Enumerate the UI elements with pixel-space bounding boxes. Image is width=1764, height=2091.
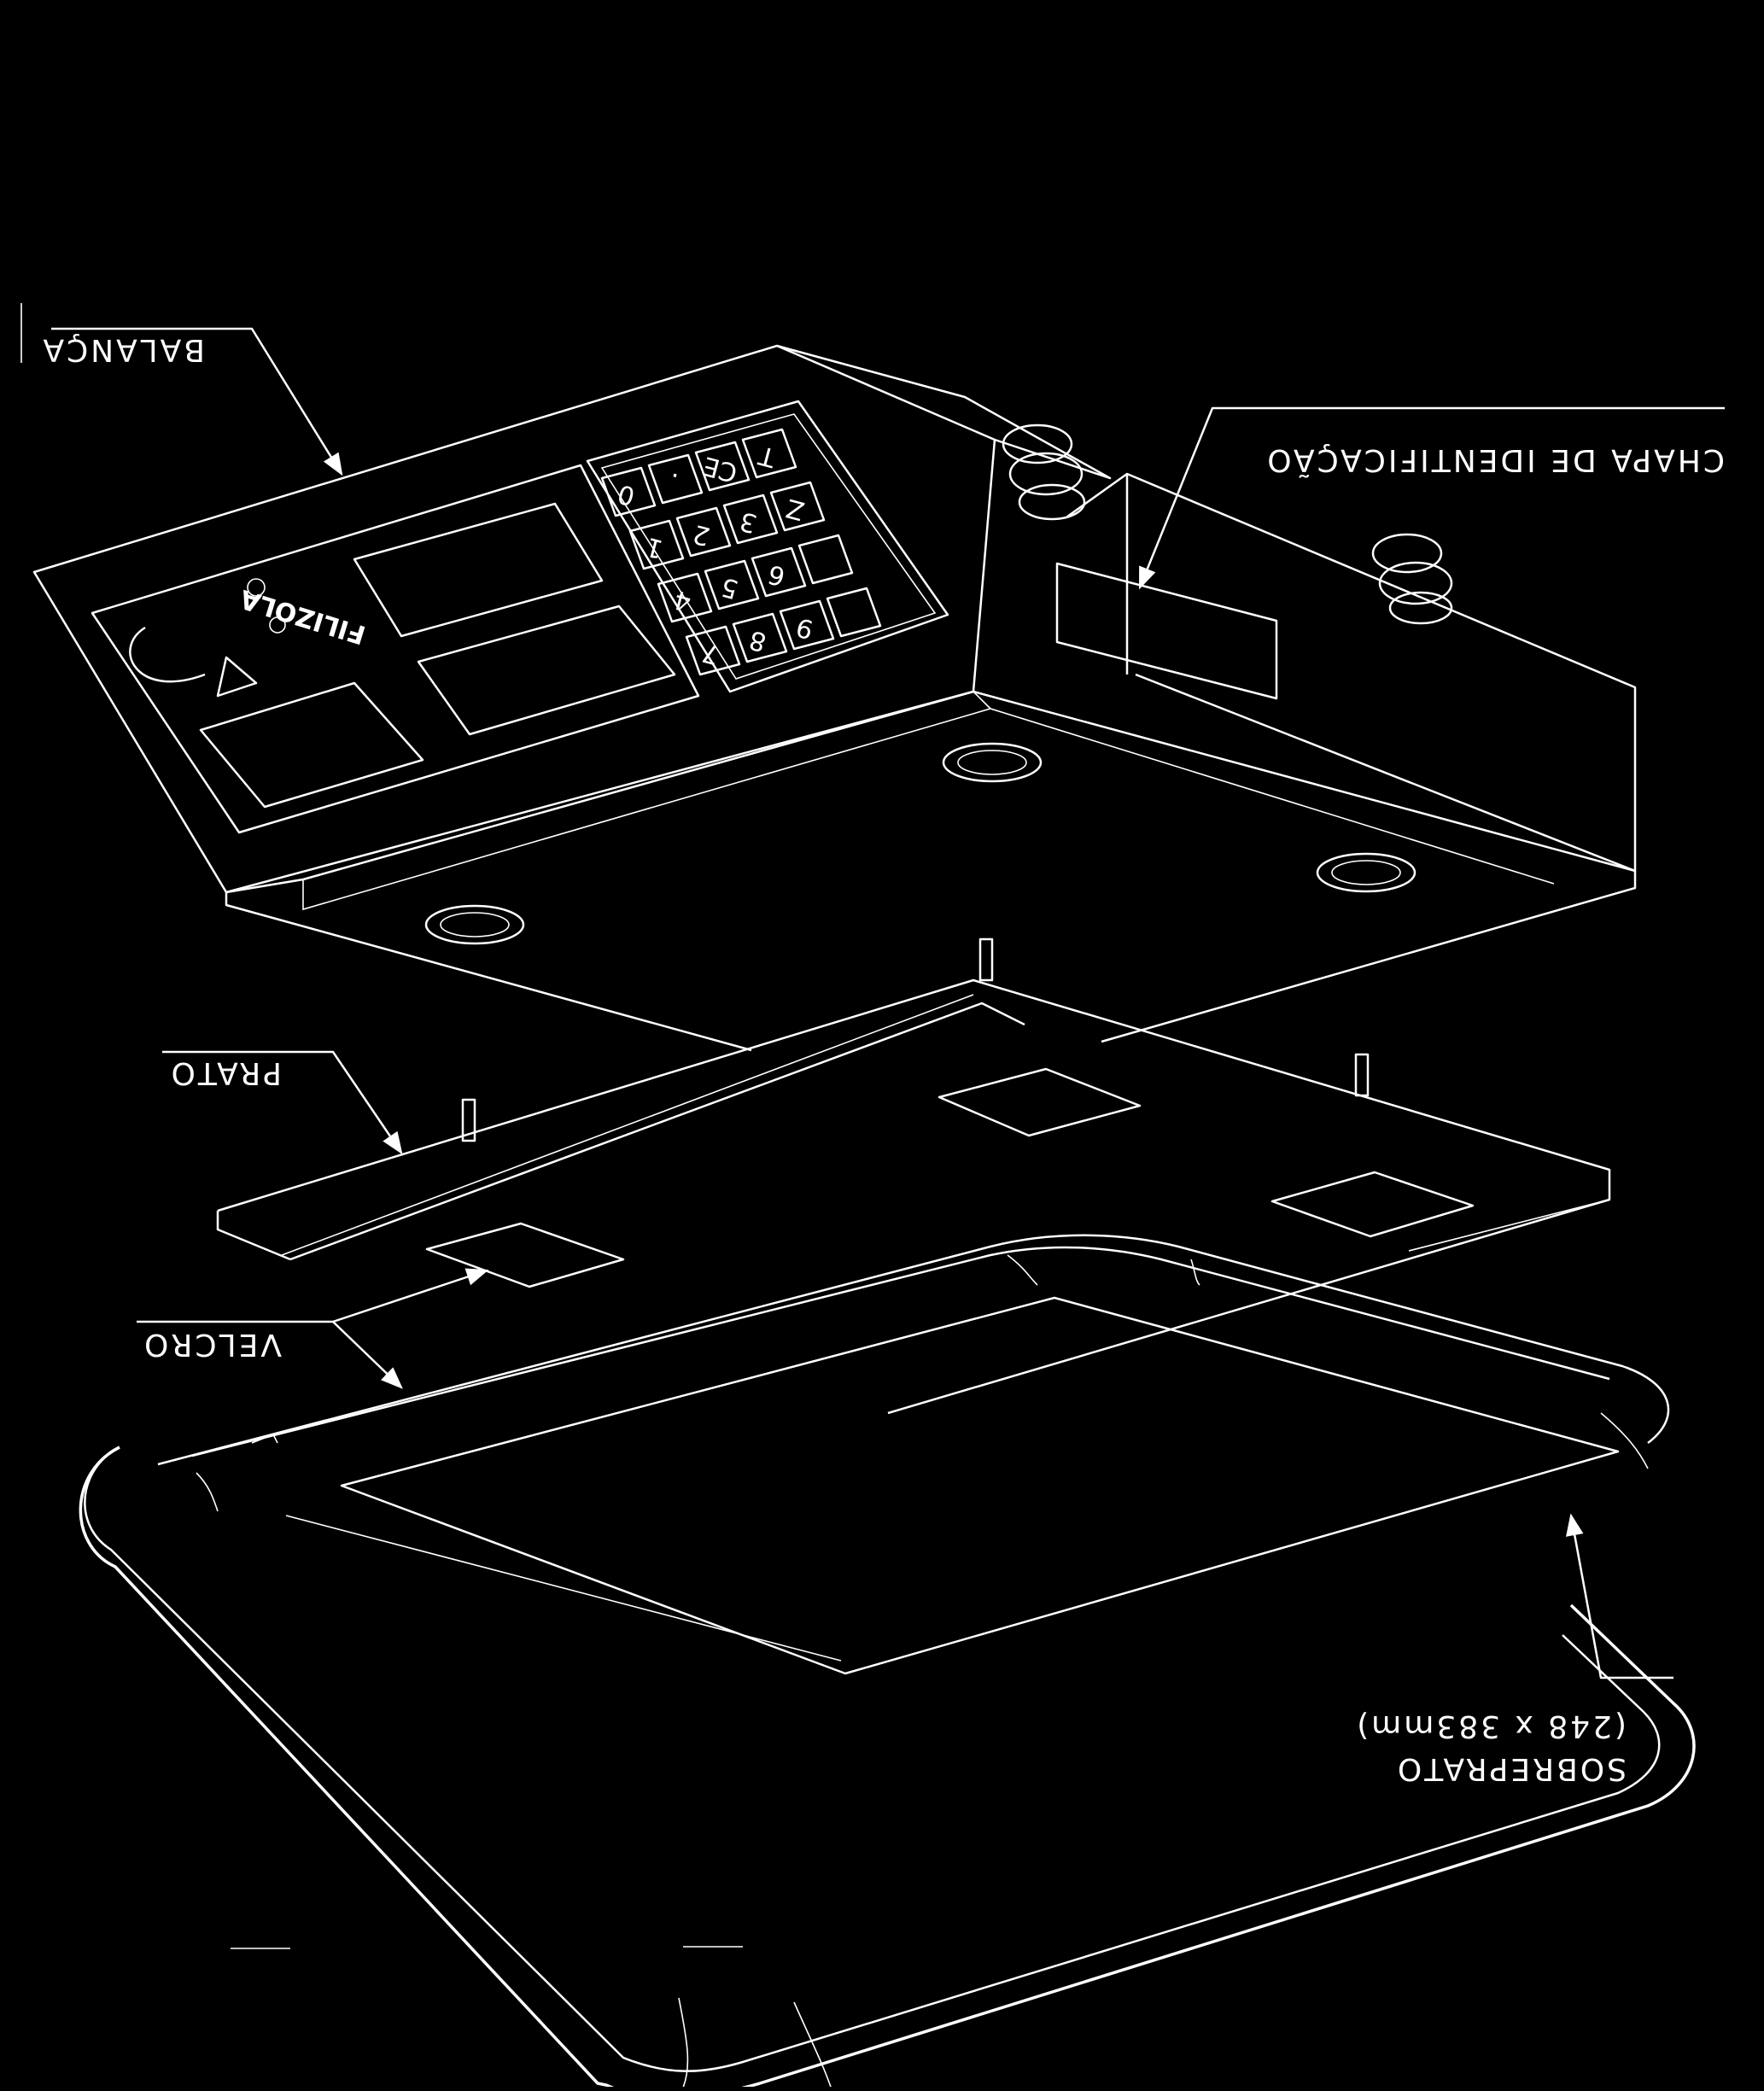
- label-dimensions: (248 x 383mm): [1354, 1708, 1627, 1743]
- cable-connector-2: [1371, 533, 1453, 625]
- keypad-key: [797, 534, 854, 585]
- tray-outer-rim: [79, 1446, 1696, 2091]
- display-window-2: [417, 605, 676, 736]
- indicator-light: [247, 578, 266, 597]
- keypad-key: 2: [675, 506, 732, 558]
- keypad-key-label: 6: [765, 558, 789, 592]
- keypad-key-label: 2: [690, 518, 714, 552]
- keypad-key-label: 1: [643, 531, 667, 564]
- brand-name: FILIZOLA: [236, 583, 369, 650]
- keypad-key-label: 3: [737, 505, 761, 539]
- scale-base-right-edge: [1101, 871, 1637, 1043]
- keypad-key: Z: [769, 481, 826, 532]
- plate-pin-3: [461, 1098, 476, 1142]
- cable-connector-1: [1002, 423, 1086, 521]
- scale-foot-2: [1316, 852, 1416, 893]
- keypad-key: 8: [732, 612, 788, 663]
- keypad-key: 0: [600, 466, 657, 517]
- plate-pin-2: [1354, 1053, 1370, 1097]
- keypad-key: 7: [685, 625, 741, 676]
- scale-base-inner-line: [302, 708, 1555, 911]
- scale-rear-block: [1066, 472, 1637, 873]
- callout-balanca: BALANÇA: [40, 327, 343, 476]
- scale-base-left-edge: [225, 892, 752, 1052]
- label-velcro: VELCRO: [142, 1327, 282, 1362]
- display-window-1: [353, 502, 604, 638]
- velcro-patch-1: [937, 1067, 1142, 1137]
- keypad-key-label: Z: [783, 493, 808, 526]
- plate: [216, 937, 1611, 1415]
- callout-velcro: VELCRO: [137, 1268, 489, 1389]
- identification-plate: [1055, 562, 1278, 700]
- label-balanca: BALANÇA: [40, 332, 205, 367]
- over-plate-tray: [79, 1234, 1696, 2091]
- scale-rear-top: [776, 344, 1112, 480]
- plate-top-edge: [217, 978, 1611, 1415]
- keypad-key-label: 5: [718, 571, 742, 605]
- brand-logo-arc: [129, 626, 206, 683]
- plate-lip-line: [289, 1002, 1025, 1261]
- keypad-key-label: 0: [615, 478, 639, 511]
- tray-floor: [340, 1296, 1620, 1675]
- brand-logo-icon: [216, 656, 258, 698]
- keypad-frame: [586, 400, 949, 693]
- keypad-key: 3: [722, 494, 779, 545]
- keypad-key: T: [741, 428, 797, 479]
- keypad-key: 5: [704, 559, 760, 610]
- scale-body: FILIZOLA: [32, 344, 1637, 1052]
- keypad-key-label: 9: [793, 611, 817, 645]
- label-chapa: CHAPA DE IDENTIFICAÇÃO: [1265, 442, 1725, 478]
- keypad-key-label: .: [665, 466, 680, 497]
- plate-pin-1: [978, 937, 994, 982]
- label-sobreprato: SOBREPRATO: [1395, 1751, 1627, 1786]
- scale-foot-1: [942, 742, 1043, 783]
- scale-base-top: [225, 690, 1636, 894]
- display-window-3: [199, 681, 424, 809]
- keypad-key-label: 8: [746, 624, 770, 657]
- keypad-key: [826, 587, 882, 638]
- keypad-key: CE: [694, 441, 751, 492]
- velcro-patch-3: [425, 1222, 625, 1288]
- keypad-key-label: 4: [671, 584, 695, 617]
- indicator-light-2: [269, 616, 286, 634]
- tray-back-edge: [157, 1234, 1670, 1466]
- callout-chapa: CHAPA DE IDENTIFICAÇÃO: [1138, 406, 1725, 590]
- keypad-key: 6: [751, 546, 807, 598]
- velcro-patch-2: [1270, 1171, 1475, 1238]
- label-prato: PRATO: [169, 1055, 282, 1090]
- callout-prato: PRATO: [162, 1050, 403, 1155]
- keypad-key: .: [647, 453, 704, 505]
- keypad-key: 4: [657, 572, 713, 623]
- callout-sobreprato: (248 x 383mm) SOBREPRATO: [1354, 1513, 1673, 1786]
- keypad-key: 9: [779, 599, 835, 651]
- scale-front-panel: [32, 344, 996, 894]
- display-panel-inner: [91, 464, 700, 834]
- keypad-key-label: 7: [699, 637, 723, 670]
- tray-inner-rim: [84, 1455, 1661, 2072]
- scale-foot-3: [424, 904, 525, 945]
- keypad-key-label: T: [756, 440, 780, 473]
